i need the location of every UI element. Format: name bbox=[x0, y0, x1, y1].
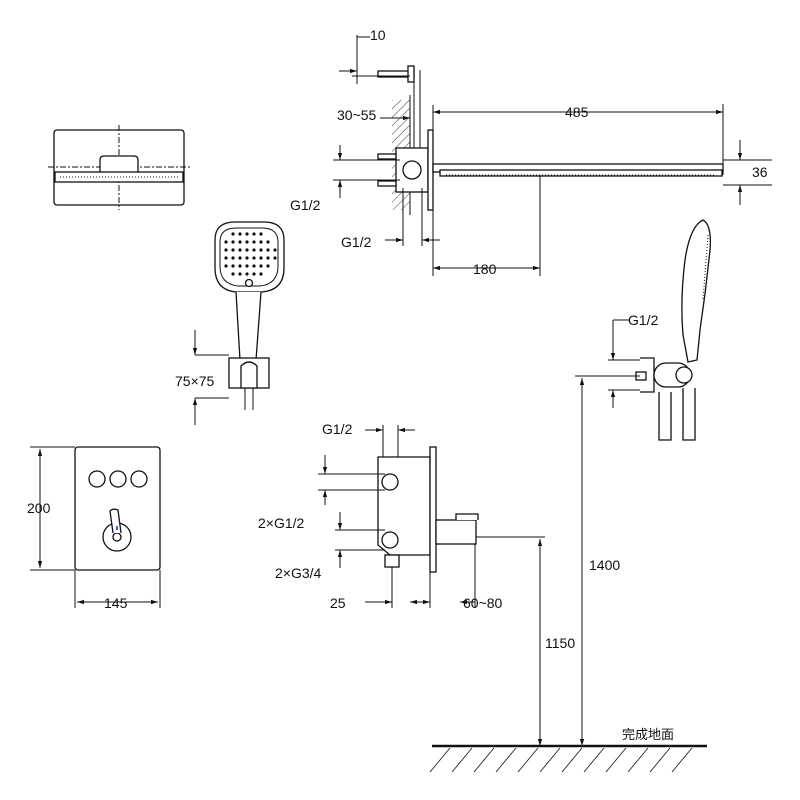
spray-nozzles bbox=[224, 232, 277, 276]
dim-handshower-height: 1400 bbox=[589, 557, 620, 573]
dim-outlet-offset: 180 bbox=[473, 261, 497, 277]
dim-wall-range: 30~55 bbox=[337, 107, 377, 123]
floor-label: 完成地面 bbox=[622, 728, 674, 743]
button-1-icon bbox=[88, 470, 106, 488]
dim-holder-size: 75×75 bbox=[175, 373, 215, 389]
hand-shower-front-view bbox=[192, 221, 285, 425]
dim-valve-inlets: 2×G3/4 bbox=[275, 565, 322, 581]
valve-side-view bbox=[318, 425, 545, 608]
dim-valve-height: 1150 bbox=[545, 635, 575, 651]
shower-arm-side-view bbox=[333, 35, 772, 276]
dim-valve-wall: 60~80 bbox=[463, 595, 503, 611]
hand-shower-side-view bbox=[537, 219, 711, 746]
button-3-icon bbox=[130, 470, 148, 488]
dim-hand-inlet: G1/2 bbox=[628, 312, 659, 328]
dim-arm-length: 485 bbox=[565, 104, 589, 120]
control-panel-front bbox=[30, 446, 161, 608]
dim-head-thickness: 36 bbox=[752, 164, 768, 180]
dim-screw-depth: 10 bbox=[370, 27, 386, 43]
dim-arm-inlet-left: G1/2 bbox=[290, 197, 321, 213]
dim-panel-height: 200 bbox=[27, 500, 51, 516]
dim-arm-inlet-bottom: G1/2 bbox=[341, 234, 372, 250]
shower-head-top-view bbox=[48, 125, 190, 210]
dim-panel-width: 145 bbox=[104, 595, 128, 611]
dim-valve-top: G1/2 bbox=[322, 421, 353, 437]
finished-floor bbox=[429, 744, 707, 773]
dim-valve-depth: 25 bbox=[330, 595, 346, 611]
button-2-icon bbox=[109, 470, 127, 488]
dim-valve-outlets: 2×G1/2 bbox=[258, 515, 305, 531]
